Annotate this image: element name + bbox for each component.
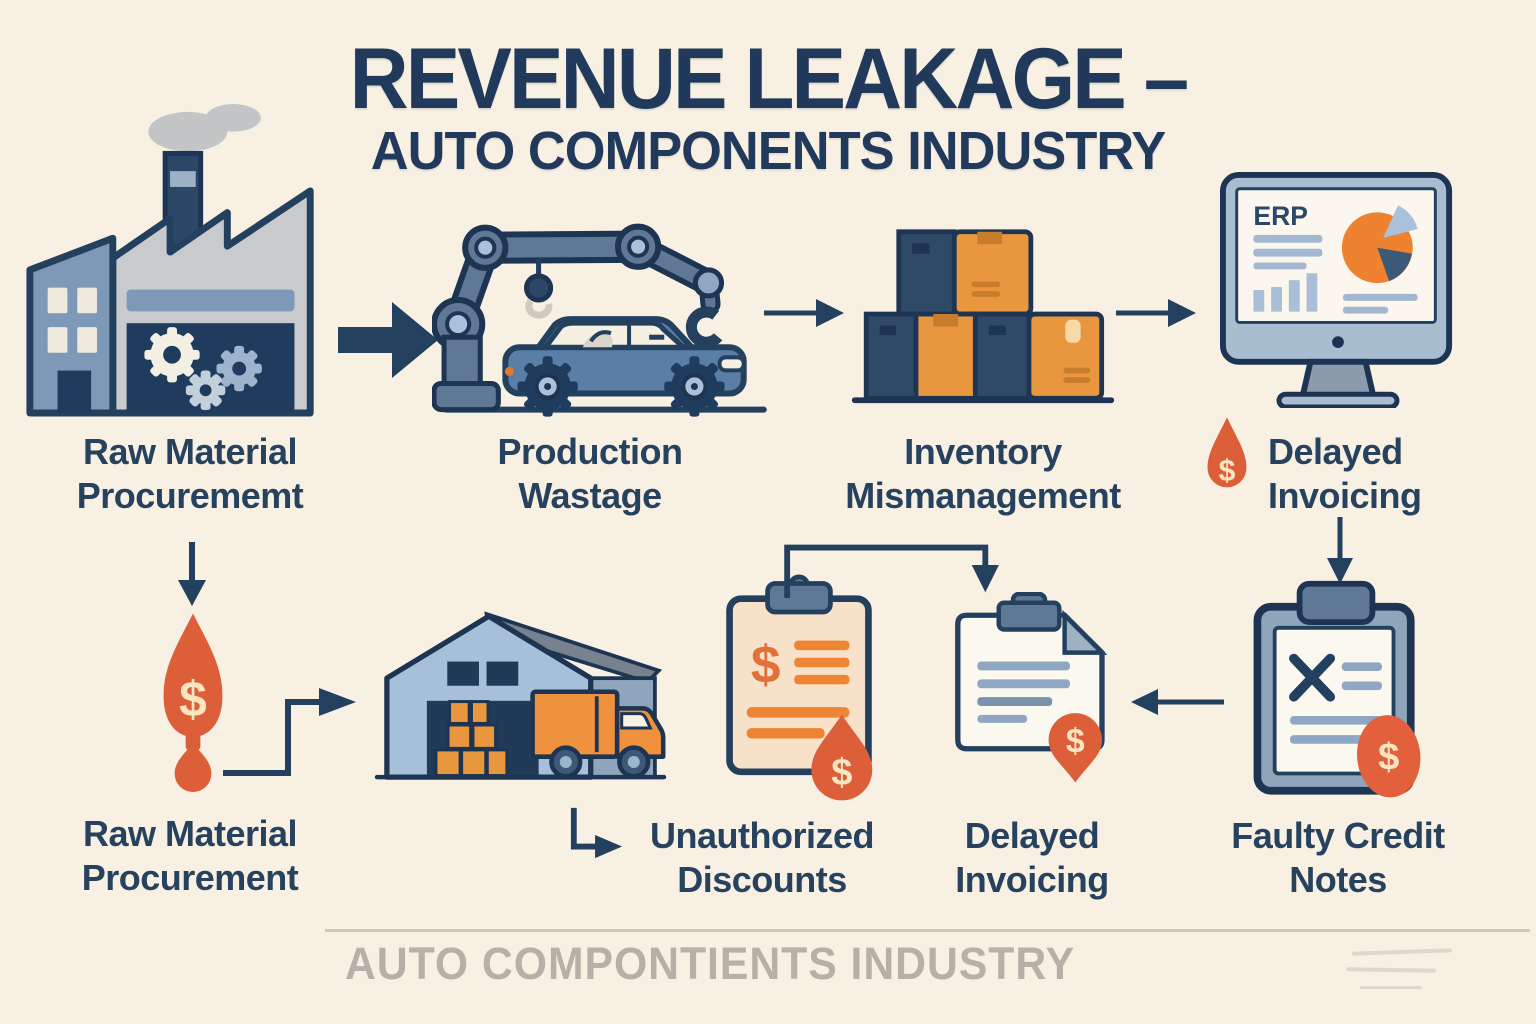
arrow-right-thick-icon [338, 302, 438, 378]
x-mark-icon [1289, 653, 1336, 702]
faulty-credit-notes-icon: $ [1253, 580, 1421, 798]
gear-icon [144, 327, 200, 383]
discount-clipboard-icon: $ $ [726, 574, 873, 801]
label-raw-material-procurement-bottom: Raw Material Procurement [81, 813, 299, 898]
elbow-arrow-icon [223, 688, 356, 776]
gear-wheel-icon [664, 356, 725, 417]
dollar-glyph: $ [1378, 736, 1399, 779]
label-inventory-mismanagement: Inventory Mismanagement [845, 431, 1121, 516]
smudge-mark [1360, 986, 1422, 989]
money-leak-drop-icon: $ [1207, 417, 1247, 488]
robot-arm-car-icon [432, 223, 767, 417]
arrow-left-icon [1131, 689, 1224, 715]
erp-monitor-icon: ERP [1220, 172, 1453, 408]
dollar-glyph: $ [751, 635, 781, 694]
gear-icon [216, 345, 262, 392]
arrow-right-icon [764, 299, 844, 327]
footer-caption: AUTO COMPONTIENTS INDUSTRY [344, 938, 1076, 989]
delayed-invoice-document-icon: $ [955, 592, 1108, 783]
bar-chart-icon [1253, 273, 1318, 312]
gear-wheel-icon [517, 356, 578, 417]
pie-chart-icon [1341, 205, 1418, 284]
warehouse-truck-icon [374, 611, 667, 780]
label-delayed-invoicing-top: Delayed Invoicing [1268, 431, 1422, 516]
label-delayed-invoicing-bottom: Delayed Invoicing [955, 815, 1109, 900]
dollar-glyph: $ [1066, 722, 1085, 760]
dollar-glyph: $ [1219, 454, 1236, 487]
inventory-boxes-icon [851, 229, 1115, 404]
page-title: REVENUE LEAKAGE – [349, 31, 1190, 127]
label-faulty-credit-notes: Faulty Credit Notes [1231, 815, 1445, 900]
label-production-wastage: Production Wastage [497, 431, 683, 516]
label-unauthorized-discounts: Unauthorized Discounts [650, 815, 875, 900]
gear-icon [185, 370, 226, 411]
dollar-glyph: $ [831, 752, 852, 794]
footer-divider [325, 929, 1530, 932]
dollar-glyph: $ [179, 672, 207, 728]
erp-screen-label: ERP [1253, 201, 1308, 231]
delivery-truck-icon [530, 689, 666, 779]
arrow-down-icon [178, 542, 206, 606]
arrow-right-icon [1116, 299, 1196, 327]
page-subtitle: AUTO COMPONENTS INDUSTRY [370, 121, 1166, 181]
elbow-arrow-down-right-icon [570, 807, 623, 859]
elbow-connector-icon [784, 544, 999, 599]
factory-icon [26, 104, 314, 417]
money-leak-drop-icon: $ [163, 613, 223, 792]
label-raw-material-procurement-top: Raw Material Procurememt [76, 431, 304, 516]
arrow-down-icon [1327, 517, 1353, 584]
